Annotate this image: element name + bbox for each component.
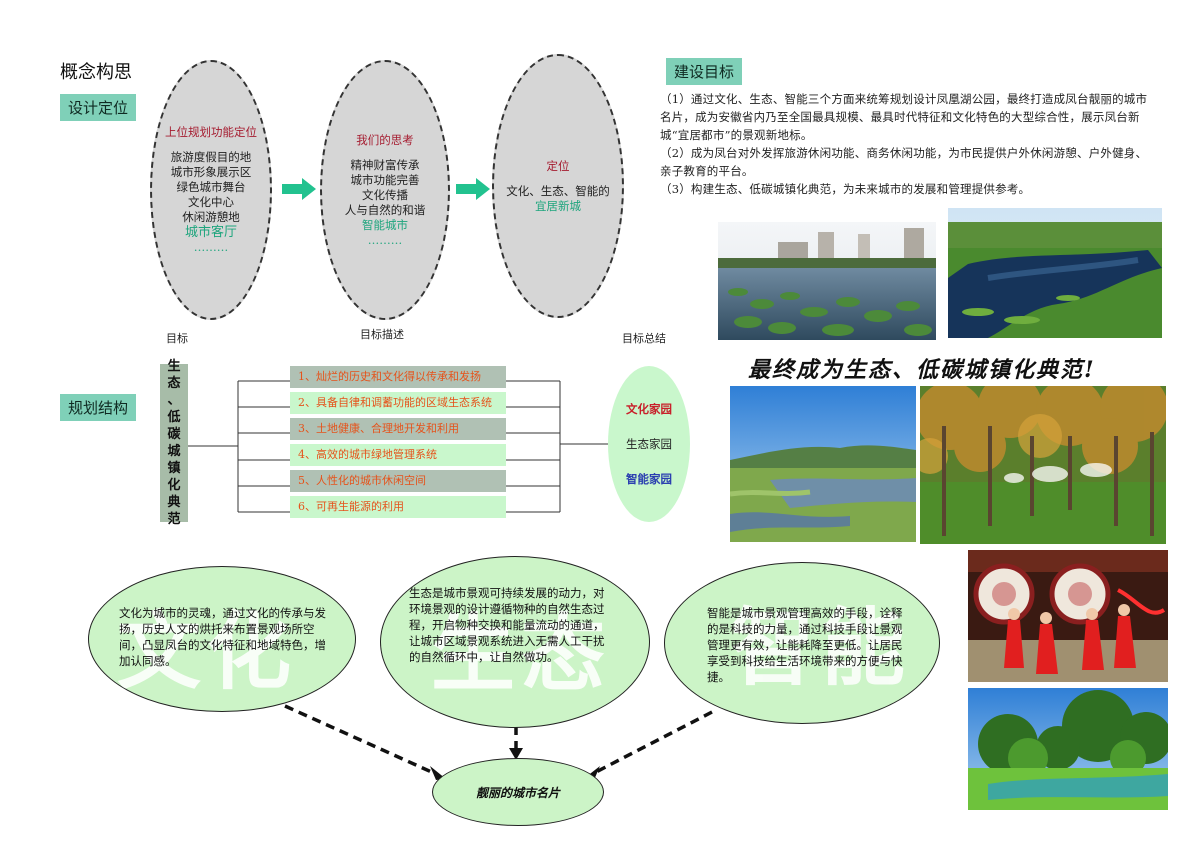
- goal-paragraph: （1）通过文化、生态、智能三个方面来统筹规划设计凤凰湖公园，最终打造成凤台靓丽的…: [660, 92, 1148, 142]
- goal-bar: 3、土地健康、合理地开发和利用: [290, 418, 506, 440]
- oval-upper-plan: 上位规划功能定位 旅游度假目的地 城市形象展示区 绿色城市舞台 文化中心 休闲游…: [150, 60, 272, 320]
- oval-ecology: 生态 生态是城市景观可持续发展的动力，对环境景观的设计遵循物种的自然生态过程，开…: [380, 556, 650, 728]
- vertical-char: 典: [167, 495, 181, 510]
- oval-line: 休闲游憩地: [182, 210, 240, 224]
- photo-drum-dancers: [968, 550, 1168, 682]
- vertical-char: 低: [167, 410, 181, 425]
- tag-design-position: 设计定位: [60, 94, 137, 121]
- oval-green-line: 城市客厅: [184, 225, 237, 240]
- summary-smart: 智能家园: [626, 471, 672, 486]
- label-goal: 目标: [166, 332, 188, 345]
- photo-forest-sprinkler: [920, 386, 1166, 544]
- oval-line: 绿色城市舞台: [176, 180, 246, 194]
- oval-line: 旅游度假目的地: [170, 150, 252, 164]
- label-goal-desc: 目标描述: [360, 328, 404, 341]
- goal-bar: 6、可再生能源的利用: [290, 496, 506, 518]
- oval-culture: 文化 文化为城市的灵魂，通过文化的传承与发扬，历史人文的烘托来布置景观场所空间，…: [88, 566, 356, 712]
- oval-line: 文化、生态、智能的: [506, 183, 610, 198]
- vertical-char: 范: [167, 512, 181, 527]
- watermark-smart: 智能: [731, 599, 912, 697]
- oval-title: 我们的思考: [356, 132, 414, 147]
- oval-green-line: 智能城市: [362, 217, 408, 232]
- oval-line: 人与自然的和谐: [344, 202, 426, 217]
- page-title: 概念构思: [60, 62, 132, 83]
- oval-dots: ………: [193, 240, 229, 254]
- vertical-char: 城: [167, 444, 181, 459]
- oval-smart-text: 智能是城市景观管理高效的手段，诠释的是科技的力量，通过科技手段让景观管理更有效，…: [707, 606, 903, 684]
- oval-line: 文化传播: [362, 187, 408, 202]
- photo-wetland-river: [948, 208, 1162, 338]
- tag-planning-structure: 规划结构: [60, 394, 137, 421]
- summary-ecology: 生态家园: [626, 436, 672, 451]
- vertical-char: 、: [167, 393, 181, 408]
- vertical-char: 碳: [167, 427, 181, 442]
- final-label: 靓丽的城市名片: [475, 785, 560, 800]
- vertical-char: 化: [167, 478, 181, 493]
- oval-line: 城市形象展示区: [170, 165, 252, 179]
- oval-title: 上位规划功能定位: [165, 125, 257, 139]
- oval-title: 定位: [546, 158, 570, 173]
- watermark-ecology: 生态: [431, 605, 612, 703]
- oval-line: 城市功能完善: [350, 172, 420, 187]
- summary-culture: 文化家园: [626, 402, 672, 417]
- final-city-card-oval: 靓丽的城市名片: [432, 758, 604, 826]
- goal-paragraph: （3）构建生态、低碳城镇化典范，为未来城市的发展和管理提供参考。: [660, 182, 1031, 196]
- goal-paragraph: （2）成为凤台对外发挥旅游休闲功能、商务休闲功能，为市民提供户外休闲游憩、户外健…: [660, 146, 1148, 178]
- vertical-char: 生: [167, 359, 181, 374]
- oval-culture-text: 文化为城市的灵魂，通过文化的传承与发扬，历史人文的烘托来布置景观场所空间，凸显凤…: [119, 606, 326, 668]
- vertical-title: 生 态 、 低 碳 城 镇 化 典 范: [160, 359, 188, 527]
- oval-positioning: 定位 文化、生态、智能的 宜居新城: [492, 54, 624, 318]
- oval-dots: ………: [367, 232, 403, 247]
- arrow-right-icon: [282, 178, 316, 200]
- label-goal-summary: 目标总结: [622, 332, 666, 345]
- construction-goal-text: （1）通过文化、生态、智能三个方面来统筹规划设计凤凰湖公园，最终打造成凤台靓丽的…: [660, 90, 1152, 198]
- oval-smart: 智能 智能是城市景观管理高效的手段，诠释的是科技的力量，通过科技手段让景观管理更…: [664, 562, 940, 724]
- oval-ecology-text: 生态是城市景观可持续发展的动力，对环境景观的设计遵循物种的自然生态过程，开启物种…: [409, 586, 605, 664]
- oval-green-line: 宜居新城: [535, 198, 581, 213]
- photo-grassland-lake: [730, 386, 916, 542]
- slogan: 最终成为生态、低碳城镇化典范!: [748, 357, 1096, 383]
- photo-garden-pond: [968, 688, 1168, 810]
- goal-bar: 2、具备自律和调蓄功能的区域生态系统: [290, 392, 506, 414]
- photo-city-lotus-lake: [718, 222, 936, 340]
- vertical-char: 镇: [167, 461, 181, 476]
- oval-line: 文化中心: [188, 195, 234, 209]
- oval-our-thinking: 我们的思考 精神财富传承 城市功能完善 文化传播 人与自然的和谐 智能城市 ………: [320, 60, 450, 320]
- arrow-right-icon: [456, 178, 490, 200]
- goal-bar: 5、人性化的城市休闲空间: [290, 470, 506, 492]
- tag-construction-goal: 建设目标: [666, 58, 743, 85]
- vertical-char: 态: [167, 376, 181, 391]
- oval-line: 精神财富传承: [350, 157, 420, 172]
- goal-bar: 4、高效的城市绿地管理系统: [290, 444, 506, 466]
- watermark-culture: 文化: [117, 603, 298, 701]
- goal-bar: 1、灿烂的历史和文化得以传承和发扬: [290, 366, 506, 388]
- goal-summary-oval: 文化家园 生态家园 智能家园: [608, 366, 690, 522]
